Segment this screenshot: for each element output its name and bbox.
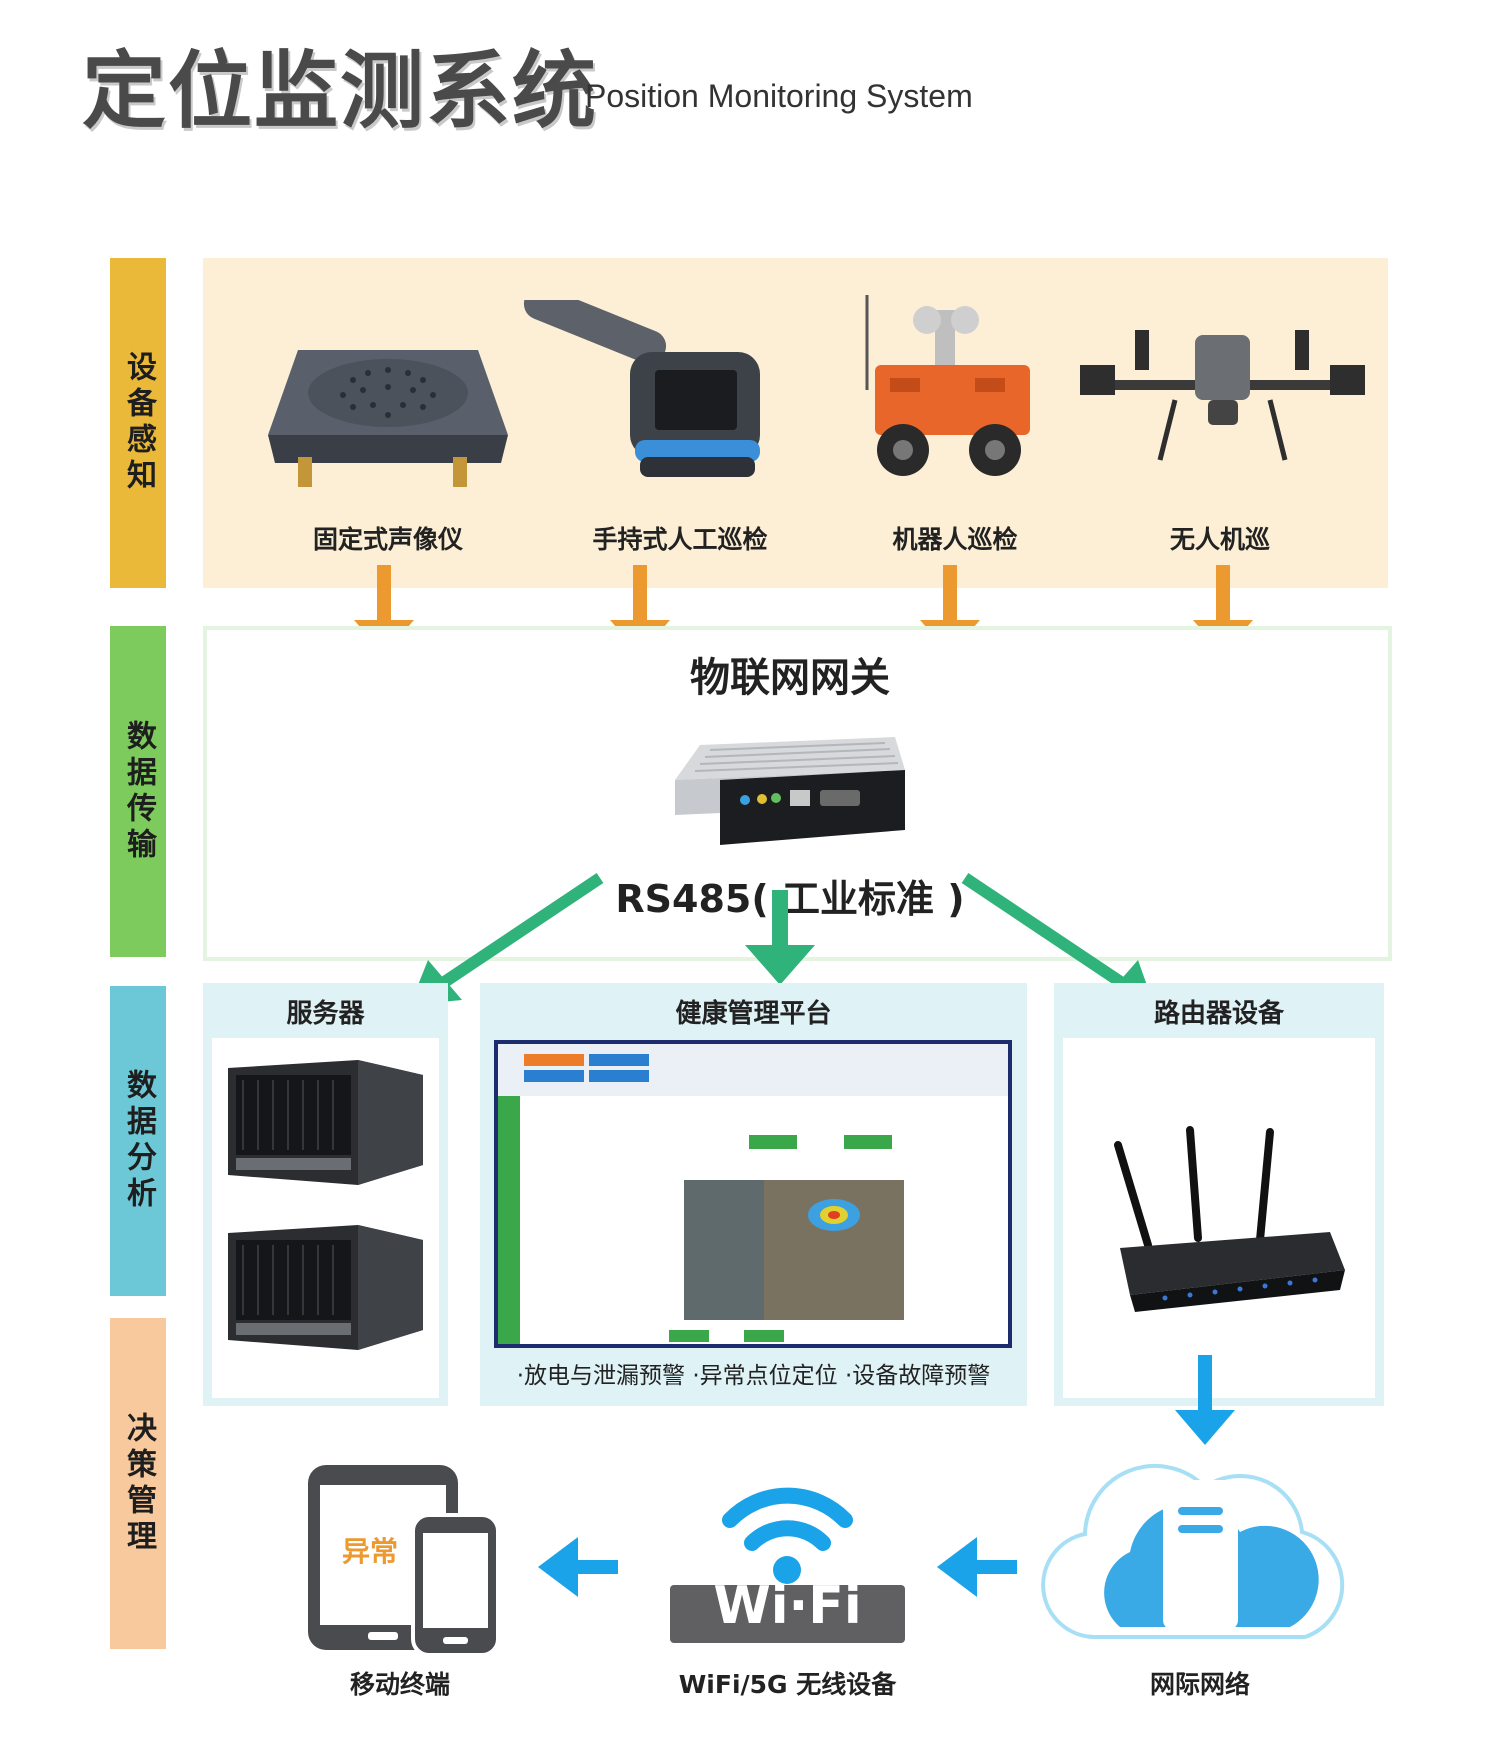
router-icon	[1114, 1126, 1345, 1312]
section-bar-decision: 决策管理	[110, 1318, 166, 1649]
drone-icon	[1080, 330, 1365, 461]
platform-title: 健康管理平台	[675, 999, 832, 1029]
router-panel	[1054, 983, 1384, 1406]
device-label: 手持式人工巡检	[592, 525, 768, 554]
section-bar-analysis: 数据分析	[110, 986, 166, 1296]
router-title: 路由器设备	[1153, 999, 1284, 1029]
arrow-left-icon	[538, 1537, 618, 1597]
section-bar-transmission: 数据传输	[110, 626, 166, 957]
server-title: 服务器	[286, 999, 365, 1029]
wifi-text: Wi·Fi	[713, 1576, 862, 1636]
cloud-label: 网际网络	[1149, 1670, 1250, 1699]
server-unit	[228, 1060, 423, 1185]
mobile-terminal-icon	[308, 1465, 498, 1655]
handheld-inspector-icon	[523, 300, 760, 477]
server-unit	[228, 1225, 423, 1350]
mobile-label: 移动终端	[349, 1670, 450, 1699]
device-label: 固定式声像仪	[312, 525, 463, 554]
arrow-down-icon	[745, 890, 815, 985]
acoustic-imager-icon	[268, 350, 508, 487]
mobile-alert-text: 异常	[342, 1535, 399, 1568]
device-label: 无人机巡	[1169, 525, 1270, 554]
cloud-server-icon	[1041, 1463, 1345, 1639]
gateway-title: 物联网网关	[690, 655, 890, 701]
arrow-left-icon	[937, 1537, 1017, 1597]
server-rack-icon	[228, 1060, 423, 1350]
section-bar-sensing: 设备感知	[110, 258, 166, 588]
inspection-robot-icon	[865, 295, 1030, 476]
wifi-icon	[670, 1487, 905, 1643]
section-label: 设备感知	[121, 351, 156, 495]
section-label: 数据传输	[121, 719, 156, 864]
section-label: 决策管理	[121, 1411, 156, 1556]
arrow-down-icon	[1175, 1355, 1235, 1445]
page-subtitle: Position Monitoring System	[585, 78, 973, 114]
section-label: 数据分析	[121, 1069, 156, 1213]
page-title: 定位监测系统	[82, 42, 599, 140]
platform-features: ·放电与泄漏预警 ·异常点位定位 ·设备故障预警	[516, 1363, 991, 1389]
wifi-label: WiFi/5G 无线设备	[678, 1670, 897, 1699]
device-label: 机器人巡检	[892, 525, 1018, 554]
gateway-device-icon	[675, 737, 905, 845]
platform-dashboard-screen	[494, 1040, 1012, 1348]
gateway-protocol: RS485( 工业标准 )	[615, 877, 965, 921]
